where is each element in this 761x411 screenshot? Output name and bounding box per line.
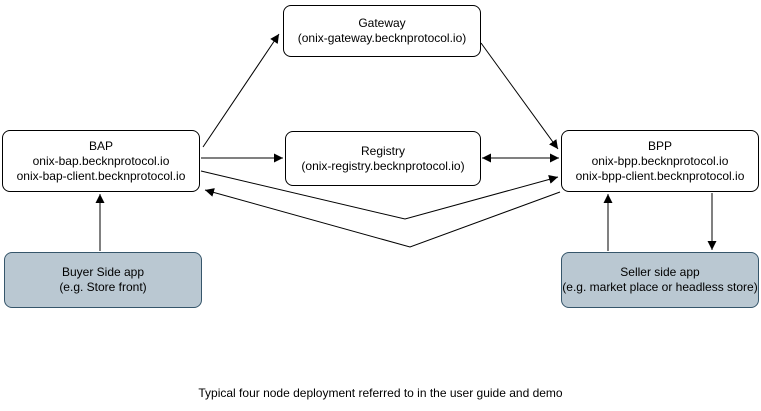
node-bap[interactable]: BAP onix-bap.becknprotocol.io onix-bap-c… xyxy=(2,130,200,192)
node-registry-title: Registry xyxy=(360,143,405,158)
diagram-caption: Typical four node deployment referred to… xyxy=(198,386,563,400)
node-bap-url: onix-bap.becknprotocol.io xyxy=(32,153,170,168)
node-bap-client-url: onix-bap-client.becknprotocol.io xyxy=(16,168,186,183)
node-registry-url: (onix-registry.becknprotocol.io) xyxy=(301,158,465,173)
node-bpp[interactable]: BPP onix-bpp.becknprotocol.io onix-bpp-c… xyxy=(561,130,759,192)
node-gateway-title: Gateway xyxy=(358,16,406,30)
node-bpp-url: onix-bpp.becknprotocol.io xyxy=(591,153,729,168)
node-seller-example: (e.g. market place or headless store) xyxy=(562,280,758,294)
node-bpp-title: BPP xyxy=(647,138,672,153)
node-gateway-url: (onix-gateway.becknprotocol.io) xyxy=(297,31,467,45)
edge-bap-to-gateway-arrow xyxy=(202,33,280,148)
edge-bpp-to-bap-arrow xyxy=(204,188,561,248)
node-buyer-title: Buyer Side app xyxy=(61,265,145,279)
node-seller-side-app[interactable]: Seller side app (e.g. market place or he… xyxy=(561,252,759,308)
node-bpp-client-url: onix-bpp-client.becknprotocol.io xyxy=(575,168,745,183)
edge-bap-to-bpp-arrow xyxy=(200,170,559,220)
node-seller-title: Seller side app xyxy=(620,265,700,279)
node-registry[interactable]: Registry (onix-registry.becknprotocol.io… xyxy=(285,131,481,186)
node-buyer-example: (e.g. Store front) xyxy=(59,280,147,294)
node-buyer-side-app[interactable]: Buyer Side app (e.g. Store front) xyxy=(4,252,202,308)
edge-gateway-to-bpp-arrow xyxy=(480,42,559,150)
node-bap-title: BAP xyxy=(88,138,113,153)
node-gateway[interactable]: Gateway (onix-gateway.becknprotocol.io) xyxy=(283,5,481,57)
